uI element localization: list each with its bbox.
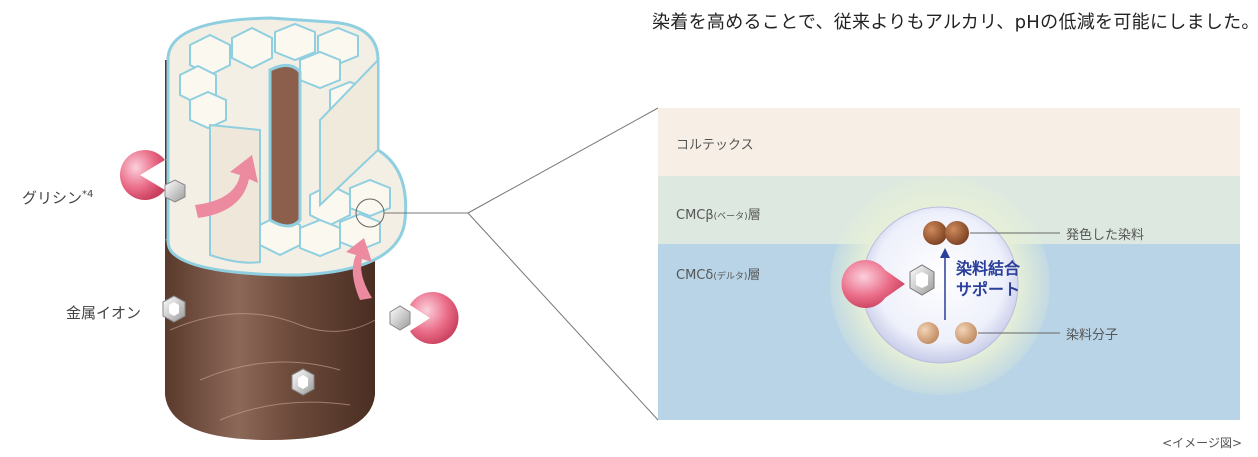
dye-molecule-2 — [955, 322, 977, 344]
image-caption: <イメージ図> — [1162, 436, 1242, 450]
glycine-pacman-panel — [841, 260, 905, 308]
metal-ion-bottom — [291, 368, 315, 396]
layer-cortex-label: コルテックス — [676, 138, 754, 153]
headline: 染着を高めることで、従来よりもアルカリ、pHの低減を可能にしました。 — [652, 12, 1258, 33]
glycine-label: グリシン*4 — [22, 189, 94, 207]
pink-arrows — [195, 155, 372, 300]
colored-dye-molecule-1 — [923, 221, 947, 245]
dye-molecule-1 — [917, 322, 939, 344]
zoom-guide-lines — [384, 107, 659, 421]
metal-ion-label: 金属イオン — [66, 304, 142, 322]
glycine-footnote: *4 — [82, 189, 94, 200]
metal-ion-left — [162, 295, 186, 323]
support-text: 染料結合 サポート — [956, 259, 1021, 299]
colored-dye-label: 発色した染料 — [1066, 228, 1145, 243]
layer-cmc-beta-label: CMCβ(ベータ)層 — [676, 208, 761, 223]
hair-cylinder — [164, 16, 408, 440]
arrow-glycine-in — [195, 155, 258, 218]
glycine-pacman-right — [389, 292, 459, 345]
colored-dye-molecule-2 — [945, 221, 969, 245]
layer-cmc-delta-label: CMCδ(デルタ)層 — [676, 268, 761, 283]
glycine-pacman-left — [120, 150, 186, 203]
arrow-glycine-in-2 — [346, 238, 372, 300]
dye-molecule-label: 染料分子 — [1066, 328, 1119, 343]
detail-panel — [658, 108, 1240, 420]
